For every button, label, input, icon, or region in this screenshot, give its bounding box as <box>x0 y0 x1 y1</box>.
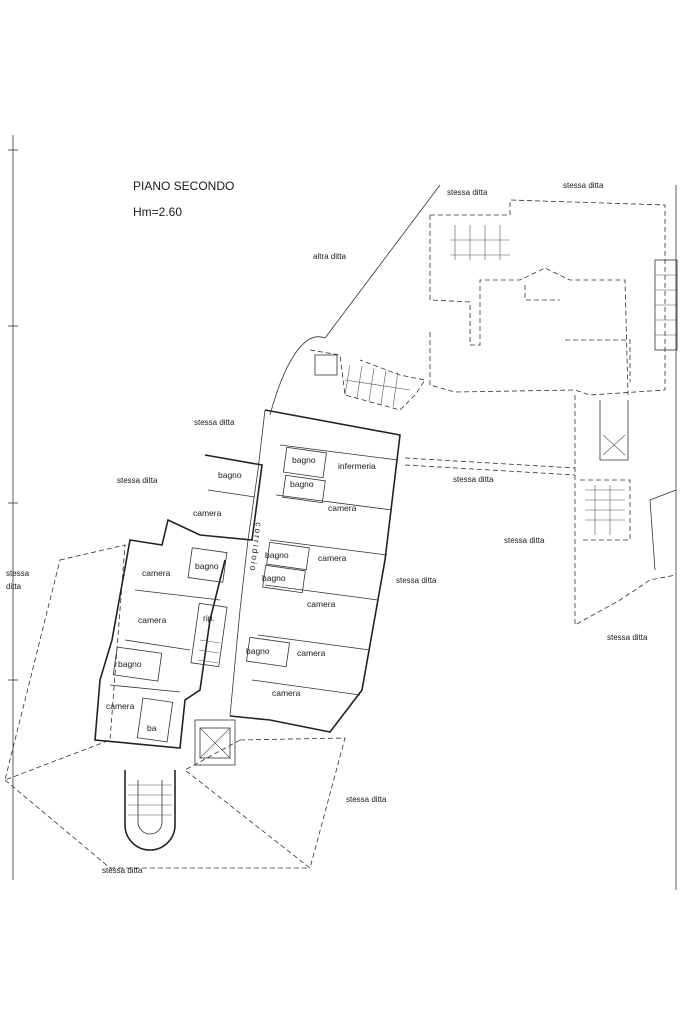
neighbor-label: stessa ditta <box>117 476 158 485</box>
room-label-camera: camera <box>272 688 301 698</box>
room-label-rip: rip. <box>203 613 215 623</box>
neighbor-label: ditta <box>6 582 22 591</box>
margin-ruler <box>8 135 18 880</box>
neighbor-label: stessa ditta <box>504 536 545 545</box>
neighbor-label: stessa ditta <box>447 188 488 197</box>
room-label-bagno: bagno <box>290 479 314 489</box>
northeast-block <box>429 199 678 396</box>
room-label-camera: camera <box>138 615 167 625</box>
room-label-camera: camera <box>307 599 336 609</box>
room-label-bagno: bagno <box>118 659 142 669</box>
external-stair <box>124 770 176 851</box>
room-label-bagno: bagno <box>262 573 286 583</box>
east-wing <box>404 395 677 626</box>
plan-title: PIANO SECONDO <box>133 179 234 193</box>
plan-height: Hm=2.60 <box>133 205 182 219</box>
neighbor-label: stessa ditta <box>346 795 387 804</box>
neighbor-label: stessa ditta <box>453 475 494 484</box>
room-label-camera: camera <box>193 508 222 518</box>
neighbor-label: stessa ditta <box>563 181 604 190</box>
room-label-bagno: bagno <box>195 561 219 571</box>
neighbor-label: stessa ditta <box>396 576 437 585</box>
room-label-camera: camera <box>318 553 347 563</box>
room-label-bagno: bagno <box>246 646 270 656</box>
room-label-bagno: bagno <box>218 470 242 480</box>
neighbor-boundaries <box>4 544 346 869</box>
neighbor-label: stessa ditta <box>102 866 143 875</box>
room-label-camera: camera <box>328 503 357 513</box>
neighbor-label: stessa <box>6 569 30 578</box>
room-label-infermeria: infermeria <box>338 461 376 471</box>
neighbor-label: stessa ditta <box>607 633 648 642</box>
room-label-ba: ba <box>147 723 157 733</box>
elevator-core <box>194 719 236 766</box>
room-label-camera: camera <box>106 701 135 711</box>
main-wing <box>94 184 441 749</box>
connecting-stair <box>309 349 426 411</box>
room-label-corridoio: corridoio <box>248 522 264 573</box>
room-label-camera: camera <box>142 568 171 578</box>
room-label-bagno: bagno <box>292 455 316 465</box>
room-label-bagno: bagno <box>265 550 289 560</box>
neighbor-label: altra ditta <box>313 252 346 261</box>
neighbor-label: stessa ditta <box>194 418 235 427</box>
room-label-camera: camera <box>297 648 326 658</box>
